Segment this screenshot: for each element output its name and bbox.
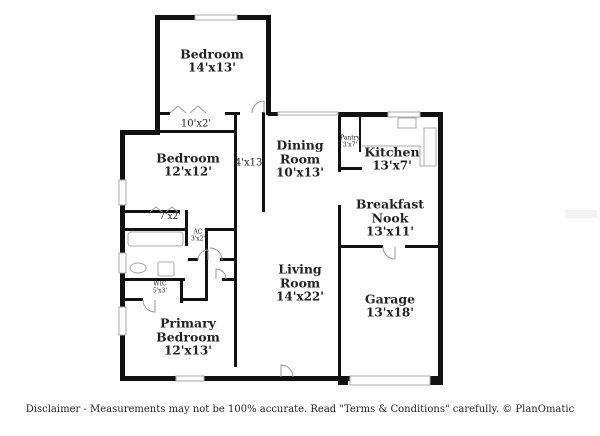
room-label-garage: Garage 13'x18' xyxy=(364,291,416,320)
room-label-pantry: Pantry 3'x7' xyxy=(340,134,360,148)
watermark xyxy=(565,210,597,218)
room-label-bedroom-top: Bedroom 14'x13' xyxy=(180,46,244,75)
room-label-closet-top: 10'x2' xyxy=(180,118,212,130)
room-label-ac: AC 3'x2' xyxy=(190,228,206,242)
room-label-bedroom-mid: Bedroom 12'x12' xyxy=(156,150,220,179)
room-label-hallway: 4'x13' xyxy=(234,157,266,169)
room-label-closet-mid: 7'x2' xyxy=(159,212,181,223)
fixtures xyxy=(127,117,437,277)
room-label-wic: WIC 5'x3' xyxy=(152,280,168,294)
disclaimer-text: Disclaimer - Measurements may not be 100… xyxy=(25,404,575,415)
room-label-breakfast-nook: Breakfast Nook 13'x11' xyxy=(355,196,425,239)
room-label-dining-room: Dining Room 10'x13' xyxy=(276,137,324,180)
room-label-kitchen: Kitchen 13'x7' xyxy=(364,144,420,173)
windows xyxy=(118,14,431,386)
walls xyxy=(120,15,443,385)
room-label-primary-bedroom: Primary Bedroom 12'x13' xyxy=(156,315,220,358)
doors xyxy=(142,100,396,378)
room-label-living-room: Living Room 14'x22' xyxy=(276,261,324,304)
